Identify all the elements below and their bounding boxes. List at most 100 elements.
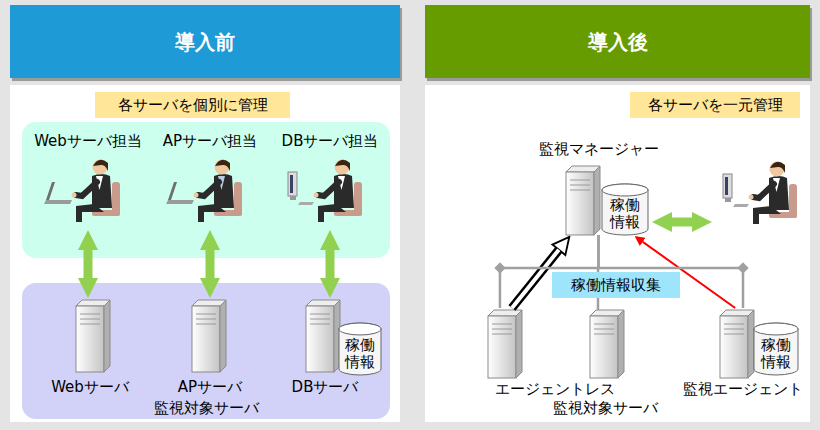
- operator-figure: [44, 160, 120, 223]
- cylinder-top: [602, 184, 648, 196]
- server-node: エージェントレス: [480, 308, 630, 398]
- torso: [334, 174, 354, 208]
- server-icon: [720, 310, 754, 378]
- server-group: 監視対象サーバWebサーバAPサーバDBサーバ稼働情報: [22, 283, 390, 419]
- server-front: [720, 316, 748, 378]
- server-side: [220, 300, 226, 372]
- node-label: エージェントレス: [495, 380, 615, 398]
- operator: APサーバ担当: [150, 130, 270, 230]
- connector-arrow: [88, 250, 89, 278]
- node-label: 監視マネージャー: [539, 140, 659, 158]
- monitor: [288, 172, 297, 196]
- note-box: 各サーバを個別に管理: [95, 92, 290, 118]
- head: [93, 160, 108, 175]
- node-label: 各サーバを一元管理: [648, 96, 783, 114]
- server-icon: [192, 300, 226, 372]
- torso: [214, 174, 234, 208]
- header-bar: [425, 5, 810, 78]
- hand: [749, 195, 754, 200]
- panel-body: [10, 85, 400, 422]
- operator-figure: [288, 160, 362, 223]
- server-slot: [492, 324, 512, 325]
- server-slot: [594, 334, 614, 335]
- hand: [314, 193, 319, 198]
- server-side: [748, 310, 754, 378]
- server-front: [566, 172, 594, 235]
- hand: [194, 193, 199, 198]
- server-icon: [590, 310, 624, 378]
- header-text: 導入前: [175, 30, 235, 54]
- database-cylinder: 稼働情報: [601, 183, 649, 236]
- server-slot: [196, 314, 216, 315]
- database-cylinder: 稼働情報: [338, 322, 382, 376]
- monitor-stand: [290, 196, 296, 200]
- panel-body: [425, 85, 810, 422]
- operator-figure: [166, 160, 242, 223]
- node-label: APサーバ担当: [163, 132, 257, 150]
- server-front: [192, 306, 220, 372]
- server-slot: [492, 329, 512, 330]
- caption-label: 監視対象サーバ: [545, 399, 665, 417]
- torso: [92, 174, 112, 208]
- server-slot: [570, 190, 590, 191]
- server-side: [594, 166, 600, 235]
- hand: [72, 193, 77, 198]
- server-slot: [492, 334, 512, 335]
- hair: [93, 160, 108, 171]
- keyboard: [298, 202, 314, 205]
- laptop-base: [166, 200, 194, 204]
- arm: [198, 182, 219, 196]
- connector-arrow: [330, 250, 331, 278]
- monitor-screen: [290, 175, 293, 193]
- server-slot: [724, 329, 744, 330]
- keyboard: [733, 204, 749, 207]
- node-label: DBサーバ: [292, 378, 359, 396]
- server-front: [590, 316, 618, 378]
- header-text: 導入後: [588, 30, 648, 54]
- server-icon: [76, 300, 110, 372]
- node-label: Webサーバ: [51, 378, 129, 396]
- process-box: 稼働情報収集: [552, 272, 680, 298]
- server-slot: [80, 319, 100, 320]
- node-label: Webサーバ担当: [34, 132, 142, 150]
- server-slot: [310, 314, 330, 315]
- header-bar: [10, 5, 400, 78]
- cylinder-body: [339, 323, 381, 375]
- laptop-screen: [168, 182, 177, 200]
- note-box: 各サーバを一元管理: [630, 92, 800, 118]
- cylinder-top: [339, 323, 381, 335]
- header: 導入前: [10, 5, 400, 78]
- monitor-screen: [725, 177, 728, 195]
- server-slot: [310, 324, 330, 325]
- laptop-screen: [46, 182, 55, 200]
- connector-arrow: [210, 250, 211, 278]
- server-side: [104, 300, 110, 372]
- server-slot: [310, 319, 330, 320]
- double-arrow: [672, 218, 692, 227]
- node-label: 稼働情報: [761, 337, 792, 372]
- server-icon: [306, 300, 340, 372]
- arm: [318, 182, 339, 196]
- node-label: APサーバ: [178, 378, 242, 396]
- node-label: 稼働情報収集: [571, 276, 661, 294]
- panel: 導入後各サーバを一元管理監視マネージャー稼働情報稼働情報収集エージェントレス監視…: [425, 5, 810, 422]
- header: 導入後: [425, 5, 810, 78]
- hair: [335, 160, 350, 171]
- hair: [770, 162, 785, 173]
- server-slot: [594, 329, 614, 330]
- node-label: 稼働情報: [345, 337, 376, 372]
- server-slot: [724, 334, 744, 335]
- server-side: [618, 310, 624, 378]
- server-slot: [80, 314, 100, 315]
- connector-path: [326, 250, 335, 278]
- server-slot: [196, 324, 216, 325]
- arm: [76, 182, 97, 196]
- caption-text: 監視対象サーバ: [553, 399, 658, 417]
- node-label: DBサーバ担当: [282, 132, 379, 150]
- operator: DBサーバ担当: [270, 130, 390, 230]
- server-icon: [566, 166, 600, 235]
- server-slot: [594, 324, 614, 325]
- head: [770, 162, 785, 177]
